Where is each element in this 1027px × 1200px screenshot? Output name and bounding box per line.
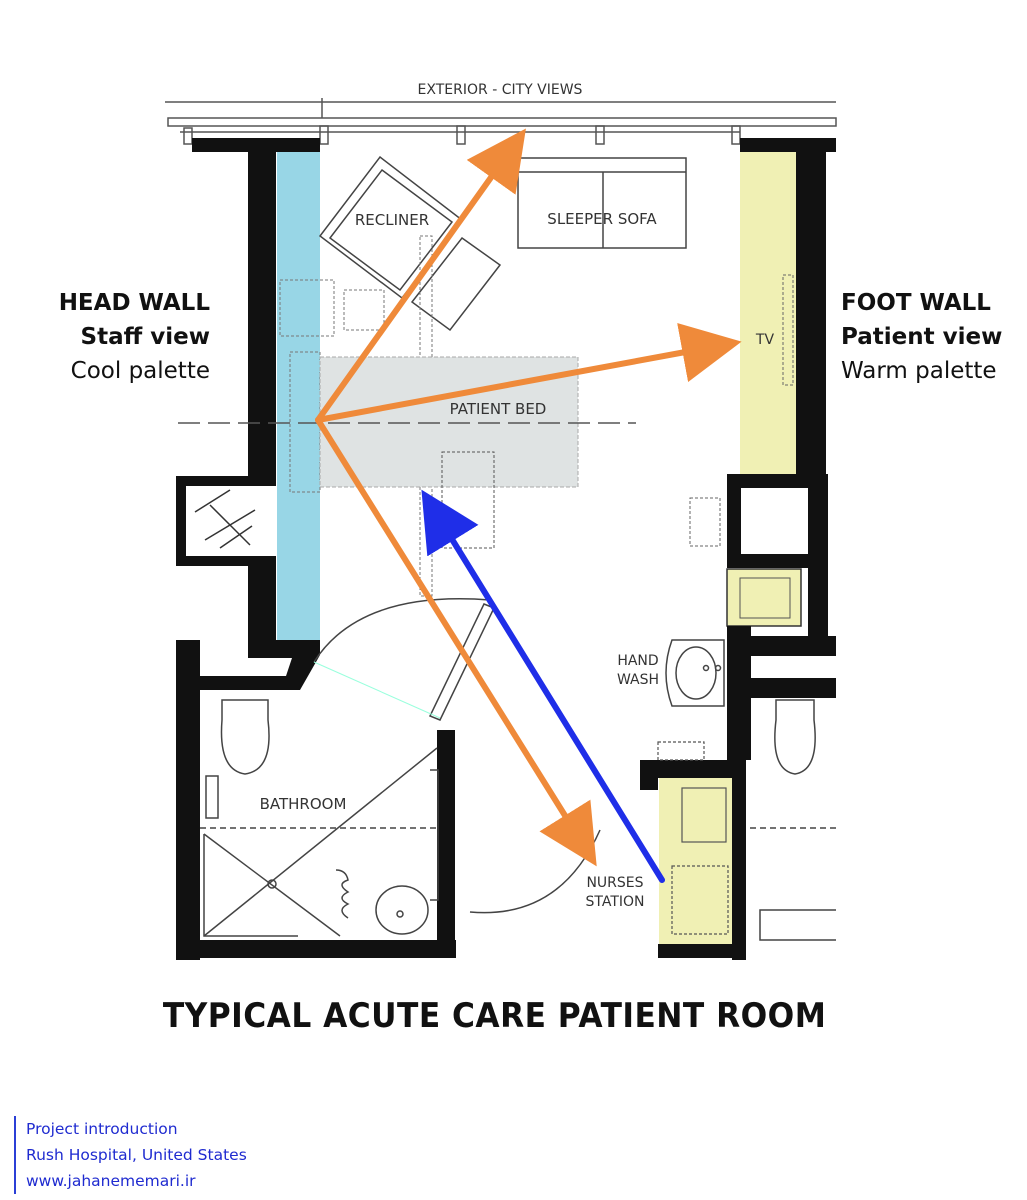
- credit-block: Project introduction Rush Hospital, Unit…: [14, 1116, 247, 1194]
- nurses-station-label-2: STATION: [585, 894, 644, 910]
- diagram-title: TYPICAL ACUTE CARE PATIENT ROOM: [162, 996, 827, 1036]
- credit-line-1: Project introduction: [26, 1120, 178, 1138]
- nurses-station: [657, 741, 729, 935]
- head-wall-zone: [277, 152, 320, 652]
- bathroom-label: BATHROOM: [260, 795, 347, 813]
- tv-label: TV: [755, 332, 775, 348]
- sightline-to-window: [315, 128, 526, 423]
- nurse-to-patient-arrow: [421, 489, 665, 883]
- sightlines: [315, 128, 742, 883]
- recliner-label: RECLINER: [355, 211, 429, 229]
- foot-wall-title: FOOT WALL: [841, 290, 991, 316]
- sleeper-sofa-label: SLEEPER SOFA: [547, 210, 657, 228]
- nurses-station-counter: [659, 778, 732, 944]
- head-wall-palette: Cool palette: [70, 358, 210, 384]
- head-wall-legend: HEAD WALL Staff view Cool palette: [30, 286, 210, 388]
- exterior-label: EXTERIOR - CITY VIEWS: [418, 82, 583, 98]
- nurses-station-label-1: NURSES: [586, 875, 643, 891]
- walls: [176, 138, 836, 960]
- head-wall-subtitle: Staff view: [80, 324, 210, 350]
- patient-bed-label: PATIENT BED: [450, 400, 547, 418]
- foot-cabinet-inner: [739, 577, 791, 619]
- sleeper-sofa: [517, 157, 687, 249]
- hand-wash-label-2: WASH: [617, 672, 659, 688]
- credit-line-2: Rush Hospital, United States: [26, 1146, 247, 1164]
- head-wall-title: HEAD WALL: [58, 290, 210, 316]
- sightline-to-nurses-station: [315, 417, 597, 867]
- closet: [194, 489, 256, 549]
- exterior-window: [165, 98, 837, 145]
- bathroom-fixtures: [200, 699, 601, 937]
- hand-wash-label-1: HAND: [617, 653, 658, 669]
- foot-wall-subtitle: Patient view: [841, 324, 1003, 350]
- foot-wall-legend: FOOT WALL Patient view Warm palette: [841, 286, 1021, 388]
- credit-line-3[interactable]: www.jahanememari.ir: [26, 1172, 196, 1190]
- sightline-to-tv: [315, 323, 742, 423]
- foot-wall-palette: Warm palette: [841, 358, 997, 384]
- hand-wash-sink: [665, 639, 725, 707]
- foot-wall-zone: [740, 152, 796, 474]
- adjacent-room: [750, 699, 836, 941]
- recliner: [318, 155, 502, 332]
- foot-wall-storage: [689, 497, 721, 547]
- tv: [782, 274, 794, 386]
